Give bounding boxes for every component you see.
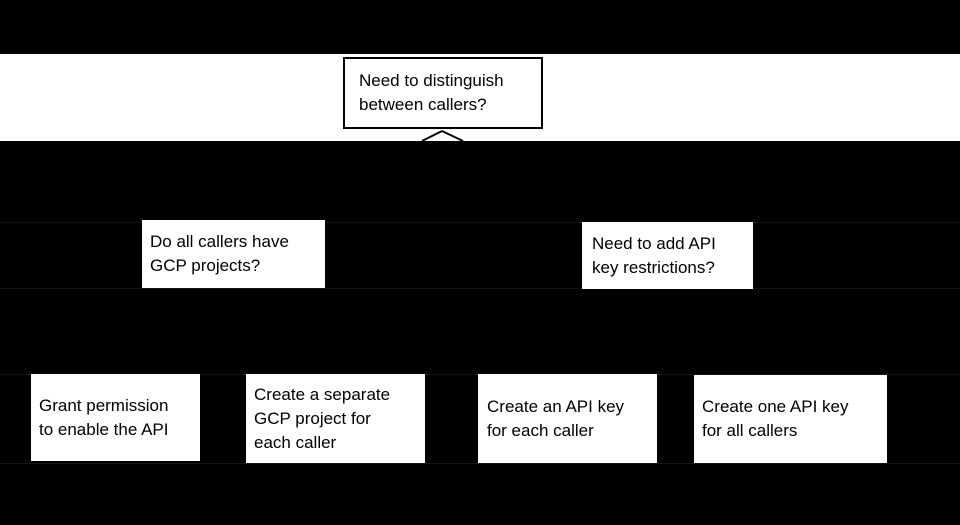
node-need-distinguish: Need to distinguish between callers? (343, 57, 543, 129)
node-label: Create an API key for each caller (487, 396, 625, 440)
branch-connector-icon (421, 130, 464, 142)
node-gcp-projects-question: Do all callers have GCP projects? (142, 220, 325, 288)
node-label: Do all callers have GCP projects? (150, 232, 289, 275)
node-grant-permission: Grant permission to enable the API (31, 374, 200, 461)
band-edge-line (0, 222, 960, 223)
node-label: Create one API key for all callers (702, 397, 849, 440)
band-edge-line (0, 463, 960, 464)
node-key-restrictions-question: Need to add API key restrictions? (582, 222, 753, 289)
node-label: Create a separate GCP project for each c… (254, 384, 391, 452)
node-label: Grant permission to enable the API (39, 395, 169, 439)
node-api-key-each-caller: Create an API key for each caller (478, 374, 657, 463)
node-label: Need to distinguish between callers? (359, 71, 504, 114)
node-api-key-all-callers: Create one API key for all callers (694, 375, 887, 463)
band-edge-line (0, 288, 960, 289)
node-label: Need to add API key restrictions? (592, 233, 716, 277)
node-separate-gcp-project: Create a separate GCP project for each c… (246, 374, 425, 463)
